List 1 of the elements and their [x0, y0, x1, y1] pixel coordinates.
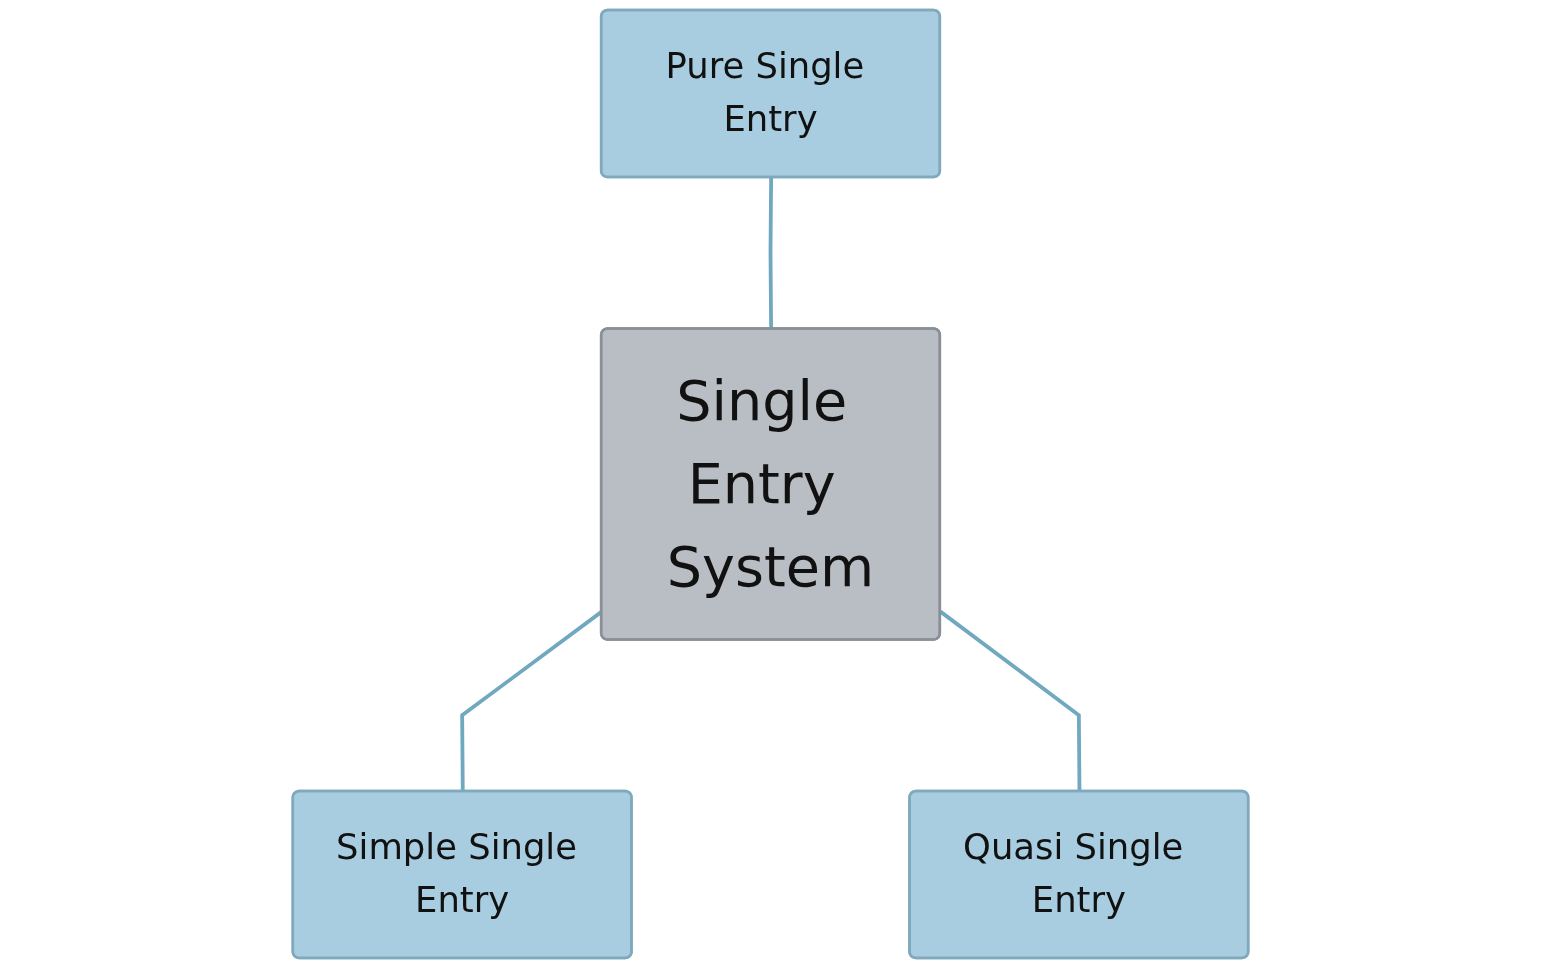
connector: [939, 610, 1082, 792]
